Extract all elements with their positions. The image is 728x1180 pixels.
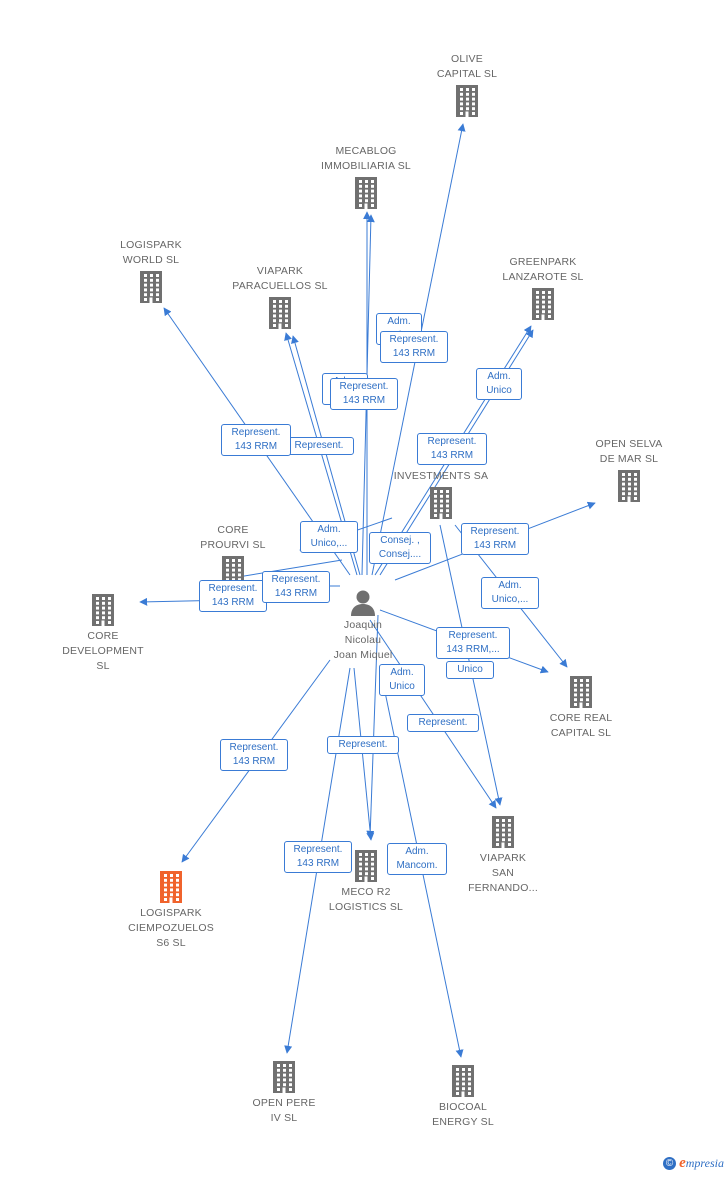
company-name: CORE REAL CAPITAL SL	[549, 712, 613, 739]
building-icon	[92, 594, 114, 626]
company-node-logispark-world[interactable]: LOGISPARK WORLD SL	[86, 238, 216, 304]
company-name: CORE PROURVI SL	[200, 524, 266, 551]
building-icon	[570, 676, 592, 708]
company-node-open-pere[interactable]: OPEN PERE IV SL	[219, 1060, 349, 1126]
edge-label-9[interactable]: Consej. , Consej....	[369, 532, 431, 564]
edge-line-18	[353, 667, 375, 841]
company-name: MECABLOG IMMOBILIARIA SL	[321, 145, 411, 172]
company-name: MECO R2 LOGISTICS SL	[328, 886, 404, 913]
building-icon	[269, 297, 291, 329]
edge-label-12[interactable]: Represent. 143 RRM	[262, 571, 330, 603]
company-node-core-real[interactable]: CORE REAL CAPITAL SL	[516, 675, 646, 741]
edge-label-15[interactable]: Unico	[446, 661, 494, 679]
company-name: INVESTMENTS SA	[393, 470, 489, 482]
company-name: OPEN PERE IV SL	[252, 1097, 316, 1124]
building-icon	[532, 288, 554, 320]
edge-label-20[interactable]: Represent. 143 RRM	[284, 841, 352, 873]
person-node[interactable]: Joaquin Nicolau Joan Miquel	[298, 588, 428, 663]
company-name: BIOCOAL ENERGY SL	[432, 1101, 494, 1128]
building-icon	[456, 85, 478, 117]
edge-label-1[interactable]: Represent. 143 RRM	[380, 331, 448, 363]
company-name: OLIVE CAPITAL SL	[436, 53, 498, 80]
edge-label-4[interactable]: Adm. Unico	[476, 368, 522, 400]
edge-label-5[interactable]: Represent. 143 RRM	[417, 433, 487, 465]
company-node-biocoal[interactable]: BIOCOAL ENERGY SL	[398, 1064, 528, 1130]
company-node-core-development[interactable]: CORE DEVELOPMENT SL	[38, 593, 168, 674]
brand-initial: e	[679, 1155, 686, 1171]
edge-label-14[interactable]: Represent. 143 RRM,...	[436, 627, 510, 659]
edge-label-19[interactable]: Represent.	[327, 736, 399, 754]
edge-label-16[interactable]: Adm. Unico	[379, 664, 425, 696]
edge-label-21[interactable]: Adm. Mancom.	[387, 843, 447, 875]
company-node-mecablog[interactable]: MECABLOG IMMOBILIARIA SL	[301, 144, 431, 210]
company-node-greenpark[interactable]: GREENPARK LANZAROTE SL	[478, 255, 608, 321]
edge-line-17	[366, 614, 379, 839]
building-icon	[160, 871, 182, 903]
person-icon	[351, 590, 375, 616]
edge-line-9	[231, 559, 343, 581]
building-icon	[452, 1065, 474, 1097]
empresia-logo[interactable]: ©empresia	[663, 1155, 724, 1172]
company-name: VIAPARK SAN FERNANDO...	[468, 852, 538, 894]
edge-label-7[interactable]: Represent. 143 RRM	[221, 424, 291, 456]
edge-label-8[interactable]: Adm. Unico,...	[300, 521, 358, 553]
edge-label-18[interactable]: Represent. 143 RRM	[220, 739, 288, 771]
company-name: VIAPARK PARACUELLOS SL	[232, 265, 328, 292]
company-node-meco[interactable]: MECO R2 LOGISTICS SL	[301, 849, 431, 915]
edge-label-13[interactable]: Adm. Unico,...	[481, 577, 539, 609]
company-node-logispark-ciemp[interactable]: LOGISPARK CIEMPOZUELOS S6 SL	[106, 870, 236, 951]
building-icon	[273, 1061, 295, 1093]
edge-label-11[interactable]: Represent. 143 RRM	[199, 580, 267, 612]
edge-label-10[interactable]: Represent. 143 RRM	[461, 523, 529, 555]
company-name: OPEN SELVA DE MAR SL	[595, 438, 663, 465]
company-name: GREENPARK LANZAROTE SL	[502, 256, 584, 283]
company-node-viapark-paracuellos[interactable]: VIAPARK PARACUELLOS SL	[215, 264, 345, 330]
edge-label-17[interactable]: Represent.	[407, 714, 479, 732]
company-node-olive[interactable]: OLIVE CAPITAL SL	[402, 52, 532, 118]
company-name: LOGISPARK WORLD SL	[120, 239, 182, 266]
building-icon	[492, 816, 514, 848]
building-icon	[355, 177, 377, 209]
person-name: Joaquin Nicolau Joan Miquel	[333, 619, 393, 661]
copyright-icon: ©	[663, 1157, 677, 1170]
company-node-viapark-san[interactable]: VIAPARK SAN FERNANDO...	[438, 815, 568, 896]
building-icon	[618, 470, 640, 502]
company-name: LOGISPARK CIEMPOZUELOS S6 SL	[128, 907, 214, 949]
edge-label-3[interactable]: Represent. 143 RRM	[330, 378, 398, 410]
building-icon	[140, 271, 162, 303]
company-name: CORE DEVELOPMENT SL	[62, 630, 144, 672]
company-node-open-selva[interactable]: OPEN SELVA DE MAR SL	[564, 437, 694, 503]
brand-name: mpresia	[685, 1156, 724, 1170]
edge-label-6[interactable]: Represent.	[284, 437, 354, 455]
building-icon	[355, 850, 377, 882]
building-icon	[430, 487, 452, 519]
company-node-investments[interactable]: INVESTMENTS SA	[376, 469, 506, 520]
